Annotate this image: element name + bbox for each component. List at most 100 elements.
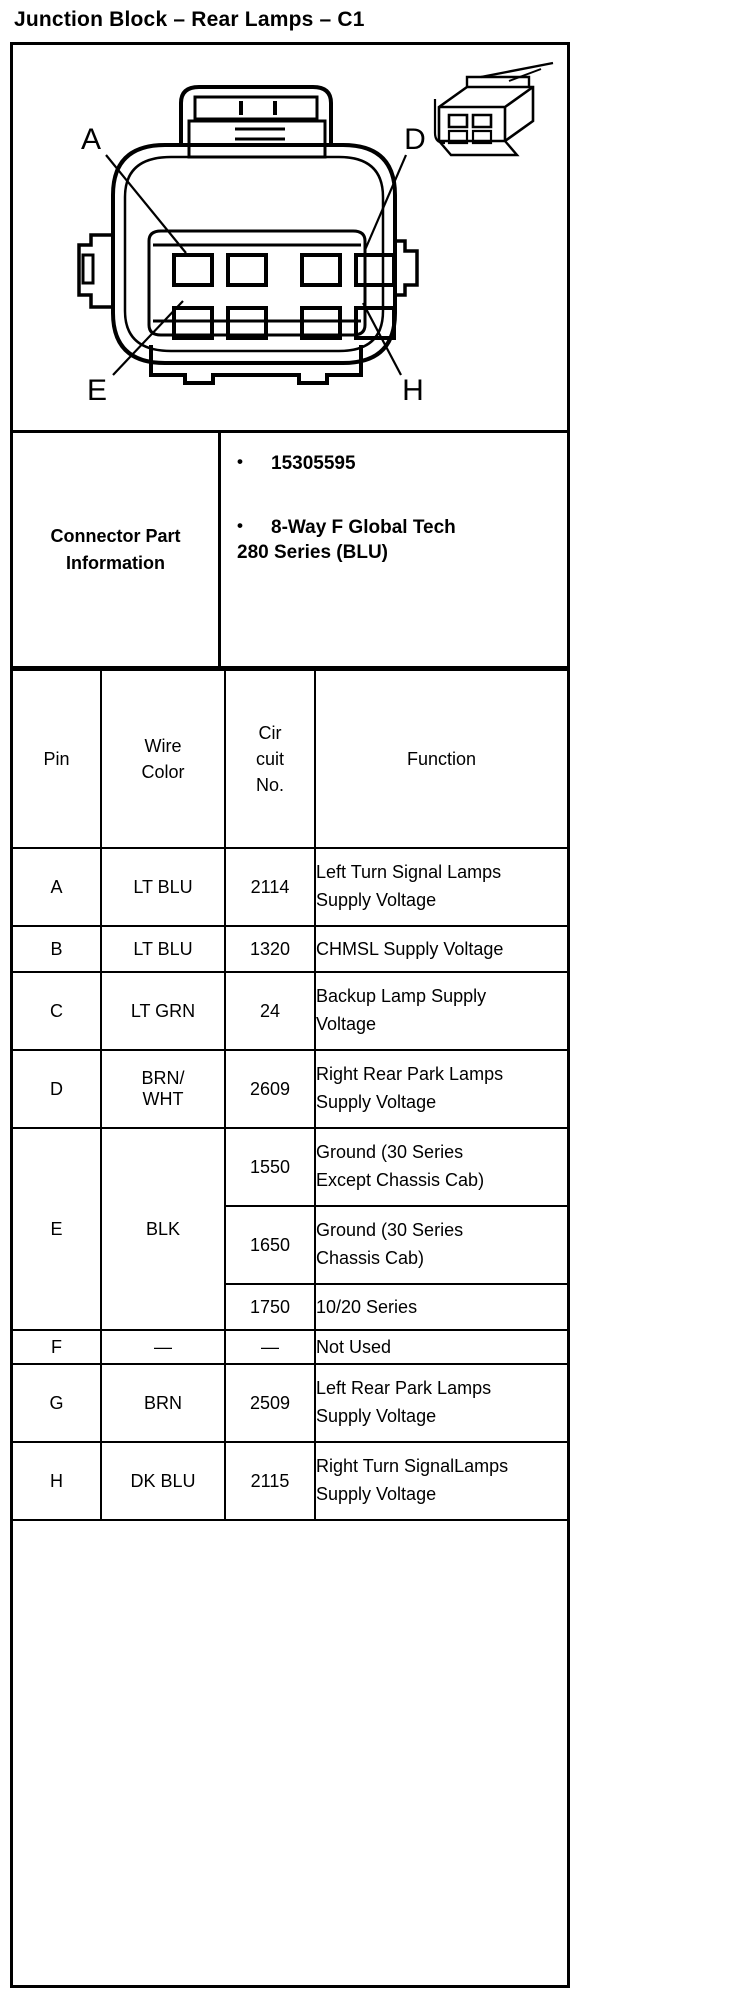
cell-function: Ground (30 Series Chassis Cab) [314,1205,567,1285]
connector-cavities [172,253,396,340]
table-row: B LT BLU 1320 CHMSL Supply Voltage [13,925,567,973]
cell-wire-color: BRN [100,1363,226,1443]
cell-function: Left Rear Park Lamps Supply Voltage [314,1363,567,1443]
cell-circuit: — [224,1329,316,1365]
connector-body [77,85,419,385]
connector-face-drawing: A D E H [77,61,554,407]
cell-wire-color: BLK [100,1127,226,1331]
header-wire-color: Wire Color [100,669,226,849]
part-label-line2: Information [66,552,165,573]
cell-circuit: 2115 [224,1441,316,1521]
part-label-line1: Connector Part [50,525,181,546]
bullet-icon: • [237,452,243,471]
function-line1: Backup Lamp Supply [316,986,487,1007]
function-line2: Chassis Cab) [316,1248,425,1268]
part-bullet-item: • 15305595 [229,451,557,477]
part-information-values: • 15305595 • 8-Way F Global Tech 280 Ser… [221,433,567,666]
wire-color-line2: WHT [142,1089,184,1109]
table-row: C LT GRN 24 Backup Lamp Supply Voltage [13,971,567,1051]
cell-wire-color: BRN/ WHT [100,1049,226,1129]
bullet-icon: • [237,515,243,535]
function-line1: Ground (30 Series [316,1220,464,1241]
cell-pin: A [13,847,102,927]
callout-leader-lines [105,154,408,376]
cell-wire-color: DK BLU [100,1441,226,1521]
function-line1: Left Turn Signal Lamps [316,862,502,883]
callout-label-e: E [87,374,107,407]
cell-circuit: 1650 [225,1205,316,1285]
function-line2: Supply Voltage [316,1406,437,1426]
part-description-value: 8-Way F Global Tech [271,516,456,538]
part-description-value-wrap: 280 Series (BLU) [237,542,389,564]
function-line2: Except Chassis Cab) [316,1170,485,1190]
cell-function: CHMSL Supply Voltage [314,925,567,973]
header-wire-color-line1: Wire [144,735,182,756]
wire-color-line1: BRN/ [141,1068,185,1088]
function-line1: Ground (30 Series [316,1142,464,1163]
cavity-d [354,253,396,287]
function-line1: Right Turn SignalLamps [316,1456,509,1477]
content-frame: A D E H [10,42,570,1988]
cell-wire-color: — [100,1329,226,1365]
header-wire-color-line2: Color [141,762,185,782]
cell-pin: D [13,1049,102,1129]
cell-function: 10/20 Series [314,1283,567,1331]
cell-circuit: 1320 [224,925,316,973]
cavity-h [354,306,396,340]
cavity-f [226,306,268,340]
cavity-b [226,253,268,287]
header-circuit-line1: Cir [258,722,282,743]
connector-diagram-panel: A D E H [13,45,567,433]
function-line2: Voltage [316,1014,377,1034]
header-pin: Pin [13,669,102,849]
cell-function: Left Turn Signal Lamps Supply Voltage [314,847,567,927]
table-row: 1650 Ground (30 Series Chassis Cab) [13,1205,567,1285]
cell-circuit: 1750 [225,1283,316,1331]
connector-isometric-illustration [433,61,554,157]
cell-pin: C [13,971,102,1051]
cell-function: Ground (30 Series Except Chassis Cab) [314,1127,567,1207]
cell-function: Not Used [314,1329,567,1365]
cell-circuit: 1550 [224,1127,316,1207]
cell-wire-color: LT BLU [100,925,226,973]
part-bullet-item: • 8-Way F Global Tech 280 Series (BLU) [229,515,557,566]
cell-wire-color: LT GRN [100,971,226,1051]
cavity-a [172,253,214,287]
callout-label-d: D [404,123,426,156]
cell-circuit: 2509 [224,1363,316,1443]
function-line2: Supply Voltage [316,1484,437,1504]
cell-pin: F [13,1329,102,1365]
cavity-e [172,306,214,340]
page-title: Junction Block – Rear Lamps – C1 [14,8,365,31]
cell-pin: E [13,1127,102,1331]
table-row: G BRN 2509 Left Rear Park Lamps Supply V… [13,1363,567,1443]
table-row: 1750 10/20 Series [13,1283,567,1331]
part-information-label: Connector Part Information [13,433,221,666]
function-line1: Right Rear Park Lamps [316,1064,504,1085]
cell-function: Right Turn SignalLamps Supply Voltage [314,1441,567,1521]
table-row: A LT BLU 2114 Left Turn Signal Lamps Sup… [13,847,567,927]
cell-circuit: 2609 [224,1049,316,1129]
cell-function: Backup Lamp Supply Voltage [314,971,567,1051]
cell-wire-color: LT BLU [100,847,226,927]
header-function: Function [314,669,567,849]
part-number-value: 15305595 [271,453,356,474]
header-circuit-line3: No. [255,775,284,796]
table-row: H DK BLU 2115 Right Turn SignalLamps Sup… [13,1441,567,1521]
function-line2: Supply Voltage [316,890,437,910]
pin-assignment-table: Pin Wire Color Cir cuit No. Function [13,669,567,1521]
function-line2: Supply Voltage [316,1092,437,1112]
callout-label-a: A [81,123,101,156]
header-circuit-no: Cir cuit No. [224,669,316,849]
cell-function: Right Rear Park Lamps Supply Voltage [314,1049,567,1129]
table-row: D BRN/ WHT 2609 Right Rear Park Lamps Su… [13,1049,567,1129]
cell-pin: H [13,1441,102,1521]
cavity-c [300,253,342,287]
callout-label-h: H [402,374,424,407]
table-row: F — — Not Used [13,1329,567,1365]
cell-pin: G [13,1363,102,1443]
header-circuit-line2: cuit [255,748,284,769]
cell-pin: B [13,925,102,973]
table-header-row: Pin Wire Color Cir cuit No. Function [13,669,567,849]
